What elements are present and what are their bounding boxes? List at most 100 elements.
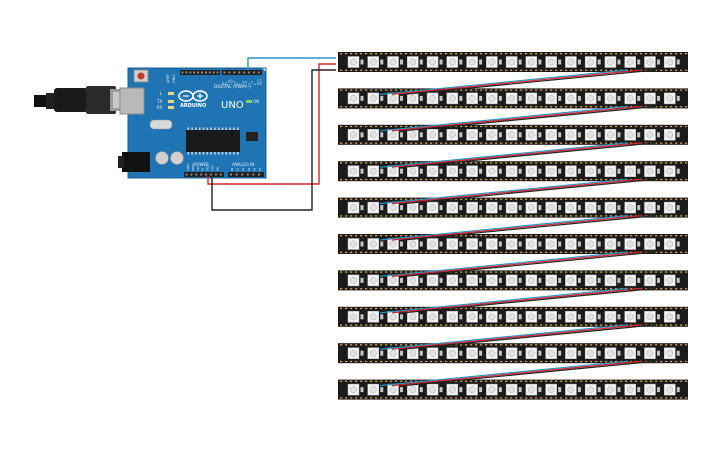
power-pin[interactable] bbox=[200, 173, 203, 176]
strip-pad bbox=[665, 235, 668, 237]
digital-pin[interactable] bbox=[228, 71, 231, 74]
strip-pad bbox=[495, 288, 498, 290]
digital-pin[interactable] bbox=[257, 71, 260, 74]
strip-pad bbox=[420, 397, 423, 399]
digital-pin[interactable] bbox=[197, 71, 200, 74]
digital-pin[interactable] bbox=[189, 71, 192, 74]
strip-capacitor bbox=[538, 168, 542, 174]
strip-pad bbox=[355, 106, 358, 108]
strip-pad bbox=[565, 125, 568, 128]
digital-pin[interactable] bbox=[193, 71, 196, 74]
strip-pad bbox=[685, 162, 688, 164]
led-lens bbox=[646, 276, 654, 284]
strip-capacitor bbox=[577, 314, 581, 320]
power-pin[interactable] bbox=[205, 173, 208, 176]
strip-pad bbox=[500, 178, 503, 181]
strip-pad bbox=[365, 162, 368, 164]
strip-pad bbox=[345, 178, 348, 181]
power-pin[interactable] bbox=[210, 173, 212, 176]
digital-pin[interactable] bbox=[238, 71, 241, 74]
strip-pad bbox=[505, 307, 508, 310]
strip-pad bbox=[630, 215, 633, 217]
strip-pad bbox=[630, 324, 633, 326]
digital-pin[interactable] bbox=[201, 71, 203, 74]
led-lens bbox=[369, 94, 377, 102]
digital-pin[interactable] bbox=[204, 71, 207, 74]
power-pin[interactable] bbox=[219, 173, 222, 176]
strip-pad bbox=[525, 307, 528, 310]
digital-pin[interactable] bbox=[252, 71, 255, 74]
strip-pad bbox=[575, 235, 578, 237]
strip-pad bbox=[435, 215, 438, 217]
strip-pad bbox=[655, 235, 658, 237]
digital-pin[interactable] bbox=[181, 71, 184, 74]
strip-pad bbox=[350, 162, 353, 164]
analog-pin[interactable] bbox=[252, 173, 255, 176]
strip-pad bbox=[530, 162, 533, 164]
analog-pin[interactable] bbox=[258, 173, 260, 176]
strip-pad bbox=[625, 380, 628, 382]
strip-pad bbox=[570, 380, 573, 382]
analog-pin[interactable] bbox=[230, 173, 232, 176]
digital-pin[interactable] bbox=[208, 71, 211, 74]
strip-pad bbox=[675, 125, 678, 128]
digital-pin[interactable] bbox=[216, 71, 219, 74]
power-pin[interactable] bbox=[195, 173, 198, 176]
power-pin[interactable] bbox=[214, 173, 217, 176]
strip-pad bbox=[670, 162, 673, 164]
strip-pad bbox=[345, 198, 348, 200]
strip-pad bbox=[585, 360, 588, 363]
led-lens bbox=[666, 386, 674, 394]
strip-pad bbox=[430, 178, 433, 181]
strip-pad bbox=[585, 288, 588, 290]
strip-pad bbox=[590, 215, 593, 217]
strip-pad bbox=[590, 235, 593, 237]
usb-plug bbox=[34, 86, 126, 114]
strip-pad bbox=[420, 178, 423, 181]
led-lens bbox=[626, 167, 634, 175]
digital-pin[interactable] bbox=[223, 71, 226, 74]
led-lens bbox=[429, 276, 437, 284]
strip-pad bbox=[645, 53, 648, 55]
strip-capacitor bbox=[439, 205, 443, 211]
strip-pad bbox=[395, 235, 398, 237]
strip-pad bbox=[410, 251, 413, 253]
analog-pin[interactable] bbox=[246, 173, 249, 176]
analog-pin[interactable] bbox=[241, 173, 244, 176]
reset-button-cap[interactable] bbox=[137, 72, 145, 80]
strip-pad bbox=[420, 360, 423, 363]
strip-pad bbox=[410, 288, 413, 290]
power-wire-arduino bbox=[207, 63, 336, 185]
strip-pad bbox=[445, 251, 448, 253]
led-lens bbox=[350, 313, 357, 321]
digital-pin[interactable] bbox=[243, 71, 246, 74]
strip-pad bbox=[480, 324, 483, 326]
strip-pad bbox=[635, 125, 638, 128]
led-lens bbox=[409, 386, 417, 394]
strip-pad bbox=[510, 324, 513, 326]
analog-pin[interactable] bbox=[235, 173, 238, 176]
strip-pad bbox=[645, 288, 648, 290]
strip-pad bbox=[635, 307, 638, 310]
strip-pad bbox=[555, 53, 558, 55]
digital-pin[interactable] bbox=[212, 71, 215, 74]
strip-pad bbox=[525, 178, 528, 181]
chip-pin bbox=[217, 127, 220, 130]
digital-pin[interactable] bbox=[248, 71, 250, 74]
power-pin[interactable] bbox=[185, 173, 188, 176]
strip-pad bbox=[655, 178, 658, 181]
strip-pad bbox=[525, 344, 528, 346]
strip-capacitor bbox=[360, 132, 364, 138]
strip-pad bbox=[400, 89, 403, 91]
strip-pad bbox=[550, 397, 553, 399]
strip-pad bbox=[405, 344, 408, 346]
strip-pad bbox=[390, 380, 393, 382]
power-pin[interactable] bbox=[190, 173, 193, 176]
strip-pad bbox=[685, 125, 688, 128]
strip-pad bbox=[650, 162, 653, 164]
digital-pin[interactable] bbox=[233, 71, 236, 74]
strip-pad bbox=[515, 397, 518, 399]
strip-pad bbox=[365, 53, 368, 55]
digital-pin[interactable] bbox=[185, 71, 188, 74]
strip-capacitor bbox=[597, 314, 601, 320]
